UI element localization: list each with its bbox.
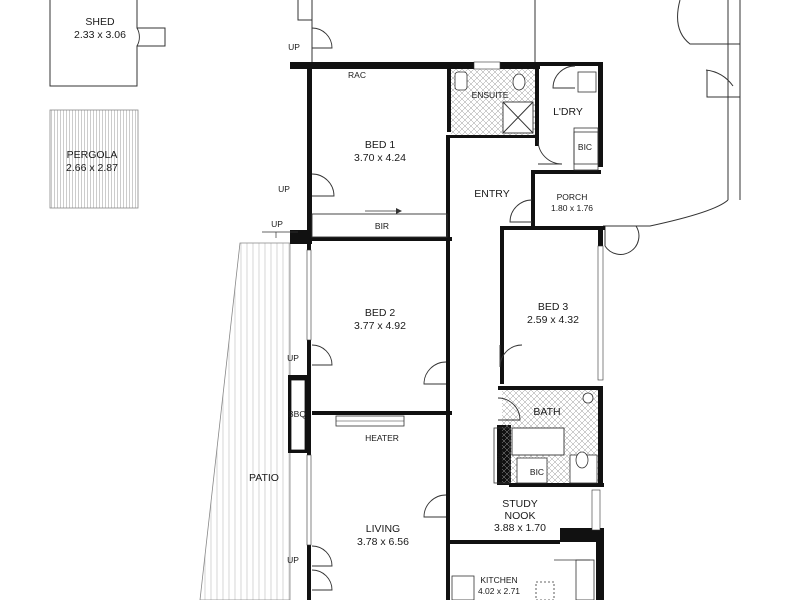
porch-size: 1.80 x 1.76 [551,203,593,213]
bed2-size: 3.77 x 4.92 [354,320,406,332]
pergola-name: PERGOLA [67,149,118,161]
pergola [49,109,139,209]
walls [288,62,605,600]
study-name-2: NOOK [505,510,536,522]
bir-label: BIR [375,221,389,231]
bath-area [502,390,598,484]
bath-label: BATH [533,406,560,418]
porch-name: PORCH [557,192,588,202]
entry-label: ENTRY [474,188,509,200]
bed1-name: BED 1 [365,139,396,151]
kitchen-size: 4.02 x 2.71 [478,586,520,596]
shed-size: 2.33 x 3.06 [74,29,126,41]
kitchen-name: KITCHEN [480,575,517,585]
up-marker: UP [271,219,283,229]
bed3-name: BED 3 [538,301,569,313]
ensuite-label: ENSUITE [472,90,509,100]
living-size: 3.78 x 6.56 [357,536,409,548]
up-marker: UP [278,184,290,194]
shed [49,0,166,87]
bath-bic-label: BIC [530,467,544,477]
up-marker: UP [287,555,299,565]
bbq-label: BBQ [288,409,306,419]
study-size: 3.88 x 1.70 [494,522,546,534]
laundry-fixtures [573,71,599,165]
patio-deck [199,242,291,600]
shed-name: SHED [85,16,115,28]
pergola-size: 2.66 x 2.87 [66,162,118,174]
laundry-label: L'DRY [553,106,583,118]
step-markers [262,231,298,238]
up-marker: UP [287,353,299,363]
up-marker: UP [288,42,300,52]
windows [306,61,604,546]
bed2-name: BED 2 [365,307,396,319]
rac-label: RAC [348,70,366,80]
heater-label: HEATER [365,433,399,443]
built-ins [311,127,599,484]
doors [311,27,576,591]
ensuite-area [451,69,535,135]
living-name: LIVING [366,523,400,535]
bed3-size: 2.59 x 4.32 [527,314,579,326]
kitchen-fixtures [451,559,595,600]
bath-bic-vertical-label: BIC [495,449,505,463]
patio-label: PATIO [249,472,279,484]
laundry-bic-label: BIC [578,142,592,152]
study-name-1: STUDY [502,498,538,510]
bed1-size: 3.70 x 4.24 [354,152,406,164]
